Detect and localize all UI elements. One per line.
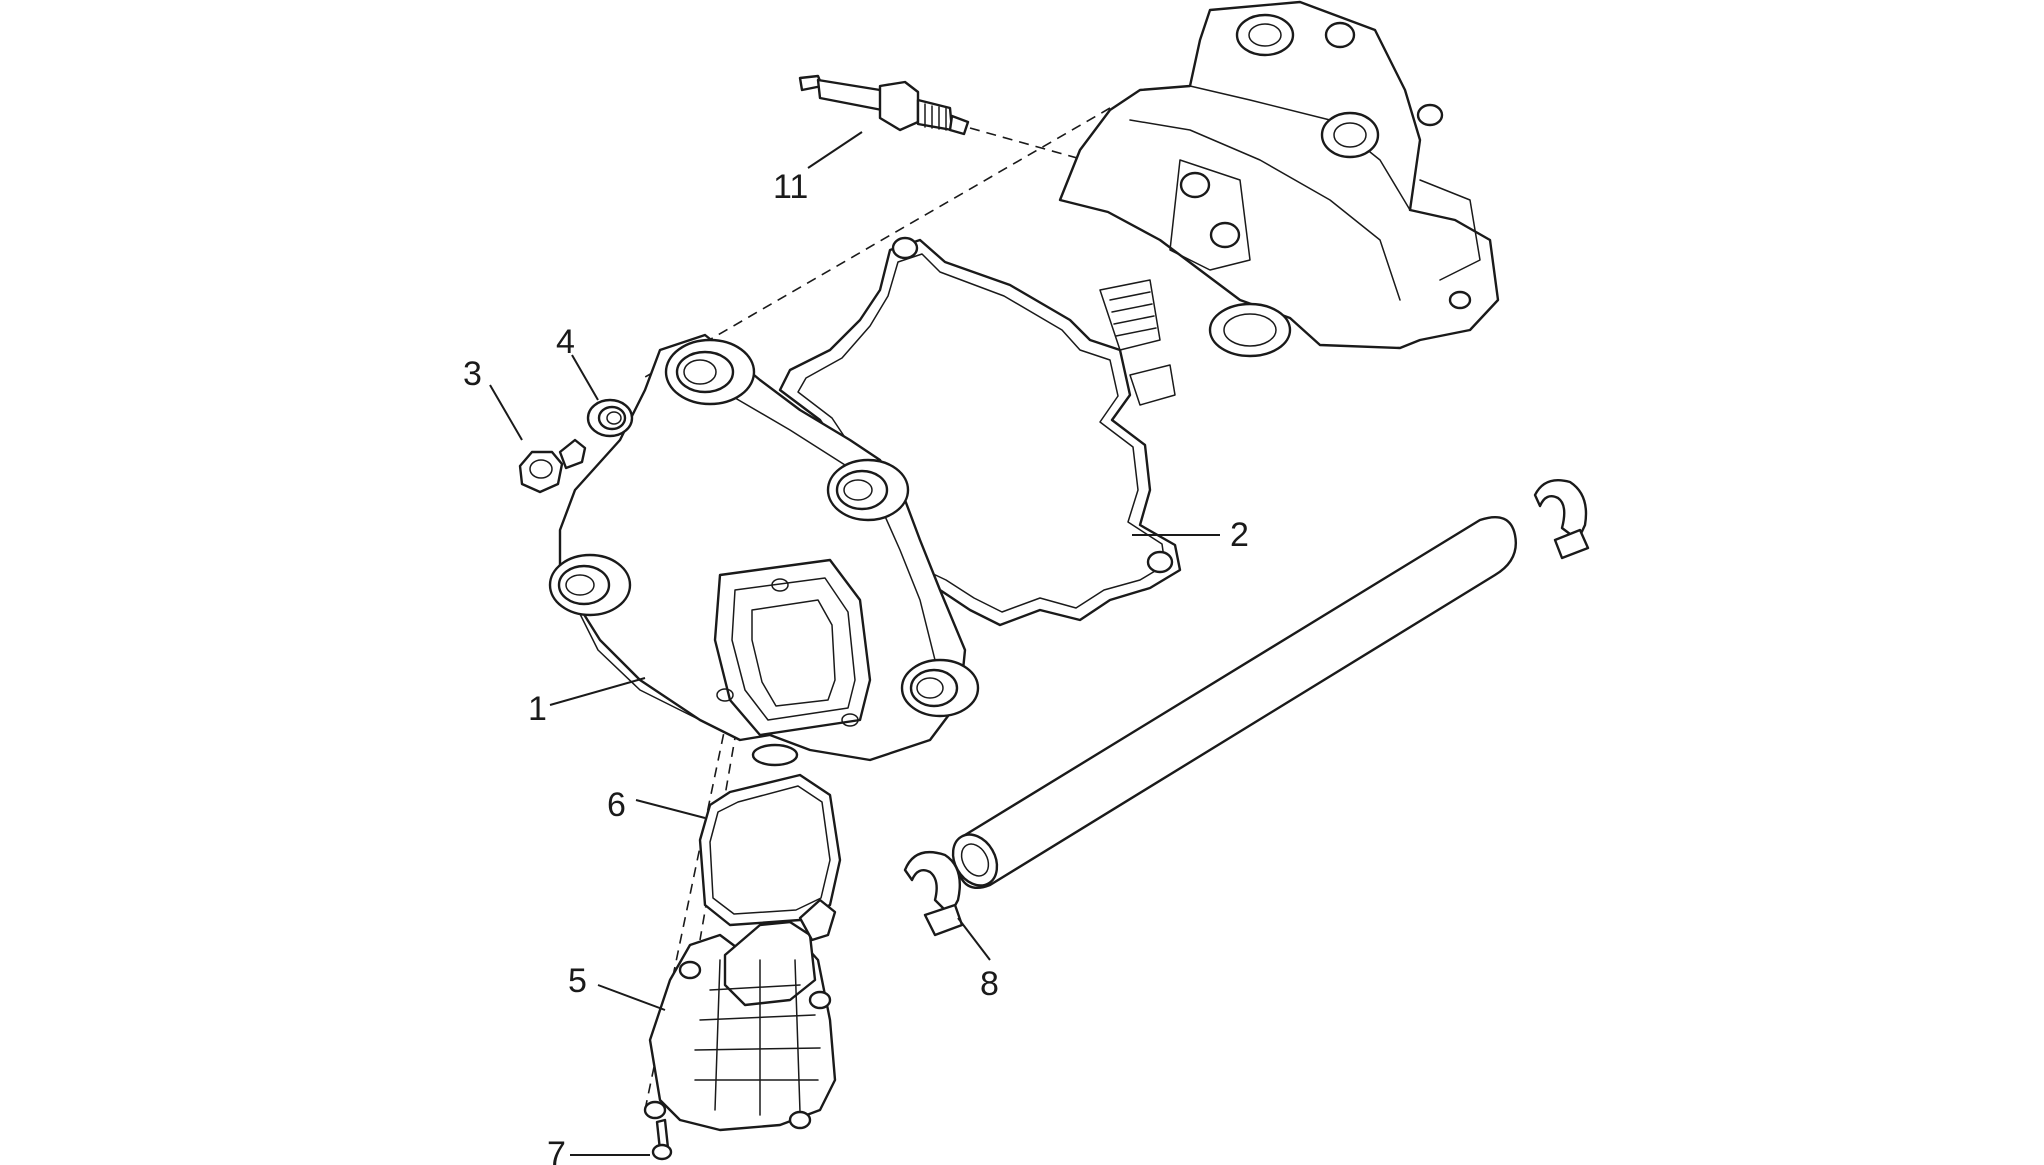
valve-cover-part — [548, 333, 980, 767]
hose-part — [951, 515, 1517, 890]
callout-4: 4 — [556, 323, 575, 361]
callout-1: 1 — [528, 690, 547, 728]
spark-plug-part — [798, 74, 970, 136]
cylinder-head-part — [1058, 0, 1500, 406]
callout-2: 2 — [1230, 516, 1249, 554]
hose-clamp-lower-part — [903, 850, 964, 937]
bolt-part — [518, 438, 587, 494]
hose-clamp-upper-part — [1533, 478, 1590, 560]
callout-7: 7 — [547, 1135, 566, 1165]
callout-labels: 11 2 3 4 1 6 5 7 8 — [463, 168, 1249, 1165]
breather-housing-part — [643, 898, 837, 1132]
callout-11: 11 — [773, 168, 808, 206]
leader-lines — [489, 131, 1220, 1156]
screw-part — [651, 1118, 673, 1161]
callout-5: 5 — [568, 962, 587, 1000]
callout-8: 8 — [980, 965, 999, 1003]
callout-3: 3 — [463, 355, 482, 393]
callout-6: 6 — [607, 786, 626, 824]
washer-part — [586, 398, 634, 438]
